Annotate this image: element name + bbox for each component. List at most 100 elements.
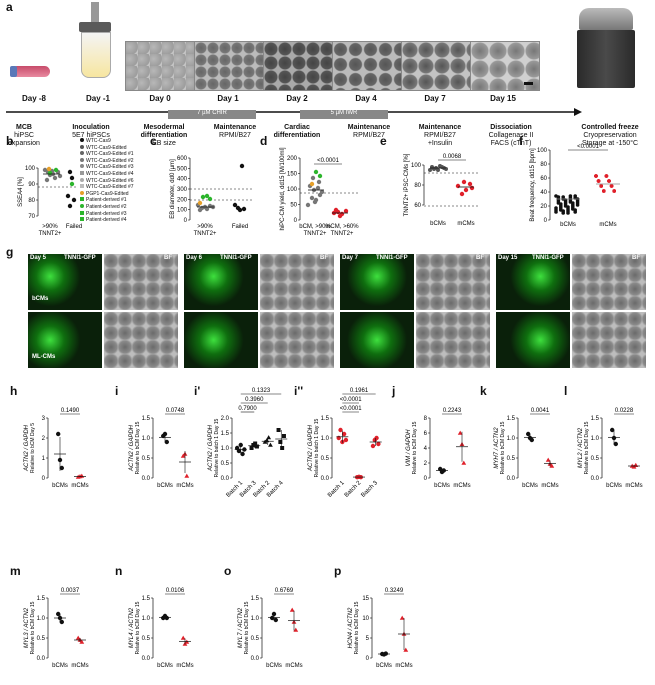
data-point (559, 202, 563, 206)
p-value: 0.0106 (166, 588, 185, 594)
category-label: bCMs (522, 483, 538, 489)
data-point (240, 451, 245, 457)
y-tick-label: 0.5 (37, 636, 46, 642)
category-label: mCMs (395, 663, 412, 669)
category-label: Batch 3 (360, 480, 379, 499)
legend-entry: WTC-Cas9-Edited #1 (80, 151, 134, 157)
y-tick-label: 0.5 (321, 456, 330, 462)
data-point (403, 647, 409, 652)
y-tick-label: 100 (25, 166, 36, 172)
data-point (249, 446, 254, 450)
y-tick-label: 1.5 (142, 416, 151, 422)
y-tick-label: 150 (287, 172, 298, 178)
p-value: 0.0037 (61, 588, 80, 594)
legend-swatch (80, 171, 84, 175)
category-label: bCMs (376, 663, 392, 669)
y-axis-sublabel: Relative to batch 1 Day 15 (314, 418, 320, 477)
y-axis-sublabel: Relative to bCM Day 5 (30, 423, 36, 473)
category-label: mCMs (71, 663, 88, 669)
y-tick-label: 0.5 (221, 461, 230, 467)
y-tick-label: 0.0 (507, 476, 516, 482)
day-label: Day -1 (85, 94, 110, 103)
data-point (56, 611, 61, 617)
data-point (338, 427, 343, 433)
brightfield-image (572, 312, 646, 368)
category-label: TNNT2+ (331, 231, 354, 237)
step-title: MCB (16, 124, 32, 131)
y-axis-sublabel: Relative to bCM Day 15 (30, 601, 36, 654)
legend-entry: WTC-Cas9-Edited #2 (80, 157, 134, 164)
legend-entry: WTC-Cas9-Edited #3 (80, 164, 134, 170)
data-point (609, 184, 614, 188)
y-axis-label: ACTN2 / GAPDH (308, 424, 314, 472)
p-value: 0.0068 (443, 154, 462, 160)
brightfield-image (104, 254, 178, 310)
legend-entry: WTC-Cas9-Edited #4 (80, 171, 134, 177)
data-point (612, 189, 616, 193)
data-point (604, 174, 609, 178)
y-axis-sublabel: Relative to bCM Day 15 (354, 601, 360, 654)
y-axis-sublabel: Relative to bCM Day 15 (135, 421, 141, 474)
data-point (341, 431, 347, 437)
y-axis-label: ACTN2 / GAPDH (208, 424, 214, 472)
legend-label: WTC-Cas9-Edited #4 (86, 171, 134, 177)
legend-label: WTC-Cas9-Edited #7 (86, 184, 134, 191)
legend-label: WTC-Cas9-Edited #2 (86, 157, 134, 164)
y-tick-label: 1.0 (251, 616, 260, 622)
category-label: mCMs (176, 663, 193, 669)
p-value: 0.1323 (252, 388, 271, 394)
data-point (594, 174, 598, 178)
legend-entry: Patient-derived #4 (80, 217, 127, 223)
data-point (526, 431, 531, 437)
category-label: TNNT2+ (39, 231, 62, 237)
data-point (46, 166, 52, 172)
legend-swatch (80, 177, 84, 182)
step-subtitle: 5E7 hiPSCs (72, 132, 110, 139)
y-tick-label: 15 (362, 596, 369, 602)
y-tick-label: 0 (42, 476, 46, 482)
y-tick-label: 80 (540, 162, 547, 168)
legend-swatch (80, 204, 84, 208)
y-tick-label: 0.5 (142, 456, 151, 462)
gfp-image (340, 254, 414, 310)
data-point (53, 167, 59, 173)
category-label: bCM, >90% (299, 224, 331, 230)
data-point (610, 427, 615, 433)
gfp-overlay: TNNI1-GFP (64, 255, 96, 261)
data-point (305, 202, 311, 208)
y-tick-label: 0.0 (321, 476, 330, 482)
legend-swatch (80, 151, 84, 156)
data-point (236, 448, 242, 454)
y-tick-label: 0 (294, 218, 298, 224)
y-tick-label: 0 (424, 476, 428, 482)
data-point (613, 441, 618, 447)
brightfield-image (416, 254, 490, 310)
p-value: 0.1961 (350, 388, 369, 394)
y-tick-label: 1.0 (507, 436, 516, 442)
data-point (180, 635, 186, 640)
legend-swatch (80, 184, 84, 189)
data-point (313, 169, 319, 175)
data-point (197, 207, 203, 213)
category-label: Failed (66, 224, 82, 230)
y-axis-label: MYH7 / ACTN2 (494, 427, 500, 469)
data-point (374, 435, 379, 441)
legend-label: Patient-derived #4 (86, 217, 127, 224)
legend-entry: WTC-Cas9-Edited (80, 144, 127, 151)
data-point (200, 194, 206, 200)
panel-label: h (10, 384, 18, 398)
step-subtitle: EB size (152, 140, 176, 147)
row-label: bCMs (32, 296, 49, 302)
data-point (316, 179, 322, 185)
panel-label: j (392, 384, 396, 398)
day-label: Day 15 (490, 94, 516, 103)
category-label: bCMs (52, 663, 68, 669)
panel-label: i' (194, 384, 201, 398)
y-tick-label: 500 (177, 166, 188, 172)
y-tick-label: 90 (28, 182, 35, 188)
legend-label: WTC-Cas9-Edited #3 (86, 164, 134, 171)
bf-overlay: BF (320, 255, 328, 261)
y-tick-label: 1.5 (37, 596, 46, 602)
legend-swatch (80, 210, 84, 215)
gfp-image (184, 254, 258, 310)
